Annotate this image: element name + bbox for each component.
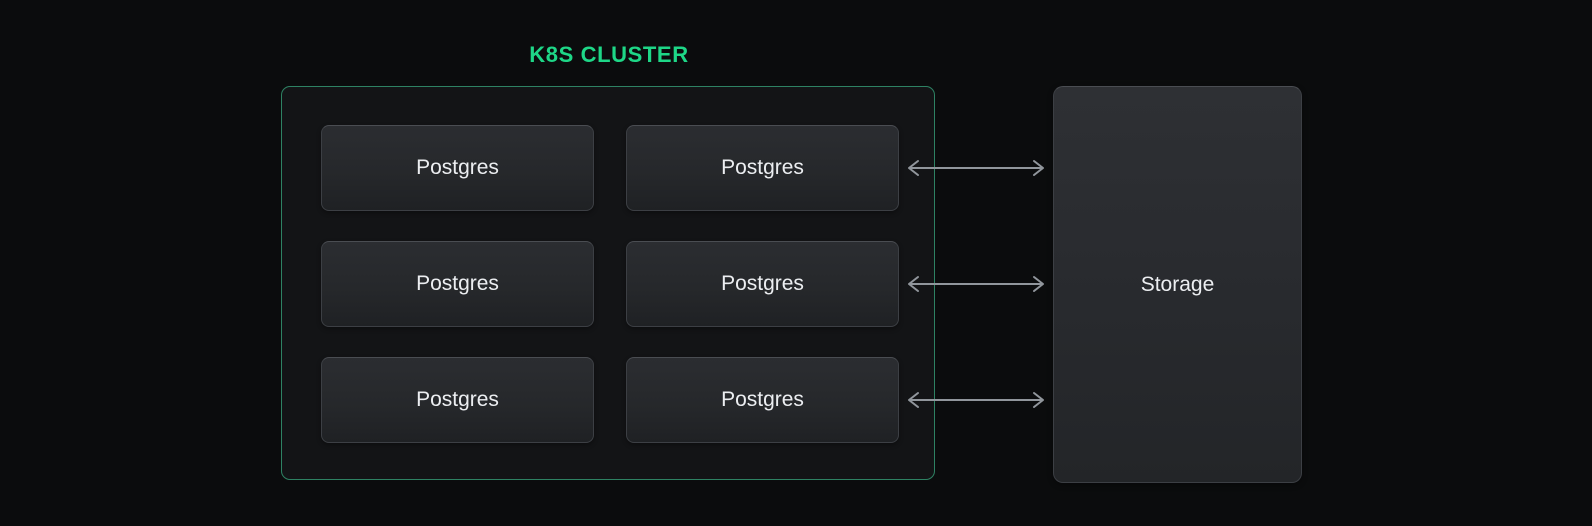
postgres-node-label: Postgres [721,388,804,411]
double-arrow-icon [908,276,1044,292]
storage-label: Storage [1140,272,1215,296]
postgres-node-label: Postgres [721,156,804,179]
postgres-node-grid: Postgres Postgres Postgres Postgres Post… [321,125,899,443]
postgres-node-label: Postgres [721,272,804,295]
k8s-cluster-box: Postgres Postgres Postgres Postgres Post… [281,86,935,480]
double-arrow-icon [908,392,1044,408]
cluster-title: K8S CLUSTER [529,42,689,67]
postgres-node: Postgres [626,241,899,327]
postgres-node-label: Postgres [416,388,499,411]
postgres-node-label: Postgres [416,272,499,295]
storage-box: Storage [1053,86,1302,483]
postgres-node: Postgres [321,125,594,211]
double-arrow-icon [908,160,1044,176]
postgres-node: Postgres [321,357,594,443]
postgres-node: Postgres [626,357,899,443]
postgres-node: Postgres [626,125,899,211]
postgres-node: Postgres [321,241,594,327]
postgres-node-label: Postgres [416,156,499,179]
